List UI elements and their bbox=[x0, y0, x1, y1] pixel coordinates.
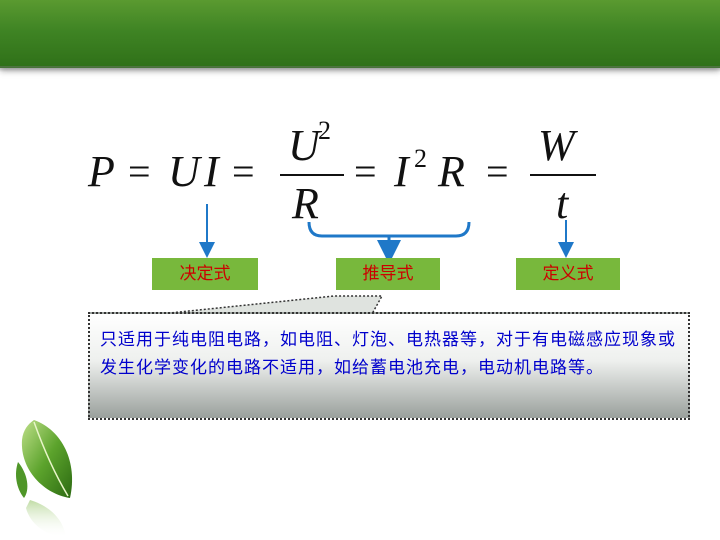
header-bar bbox=[0, 0, 720, 68]
formula-fraction-w-numerator: W bbox=[538, 121, 575, 170]
formula-p: P bbox=[88, 147, 115, 196]
formula-i-squared: I bbox=[394, 147, 409, 196]
note-callout: 只适用于纯电阻电路，如电阻、灯泡、电热器等，对于有电磁感应现象或发生化学变化的电… bbox=[88, 312, 690, 420]
note-text: 只适用于纯电阻电路，如电阻、灯泡、电热器等，对于有电磁感应现象或发生化学变化的电… bbox=[100, 330, 676, 378]
leaf-icon bbox=[16, 420, 73, 538]
power-formula: P = U I = U 2 R = I 2 R = W t bbox=[88, 116, 596, 228]
formula-i: I bbox=[204, 147, 219, 196]
formula-r: R bbox=[438, 147, 465, 196]
formula-fraction-t-denominator: t bbox=[556, 179, 569, 228]
formula-fraction-u-numerator: U bbox=[288, 121, 320, 170]
formula-fraction-r-denominator: R bbox=[292, 179, 319, 228]
header-shadow bbox=[0, 66, 720, 72]
formula-exponent-i: 2 bbox=[414, 144, 427, 173]
formula-equals-4: = bbox=[486, 149, 509, 194]
formula-equals-3: = bbox=[354, 149, 377, 194]
label-definition-right: 定义式 bbox=[516, 258, 620, 290]
formula-fraction-bar-2 bbox=[530, 174, 596, 176]
formula-equals-1: = bbox=[128, 149, 151, 194]
formula-u: U bbox=[168, 147, 200, 196]
label-definition-left: 决定式 bbox=[152, 258, 258, 290]
callout-pointer bbox=[159, 295, 384, 315]
label-derived: 推导式 bbox=[336, 258, 440, 290]
formula-equals-2: = bbox=[232, 149, 255, 194]
formula-exponent-u: 2 bbox=[318, 116, 331, 145]
formula-fraction-bar-1 bbox=[280, 174, 344, 176]
